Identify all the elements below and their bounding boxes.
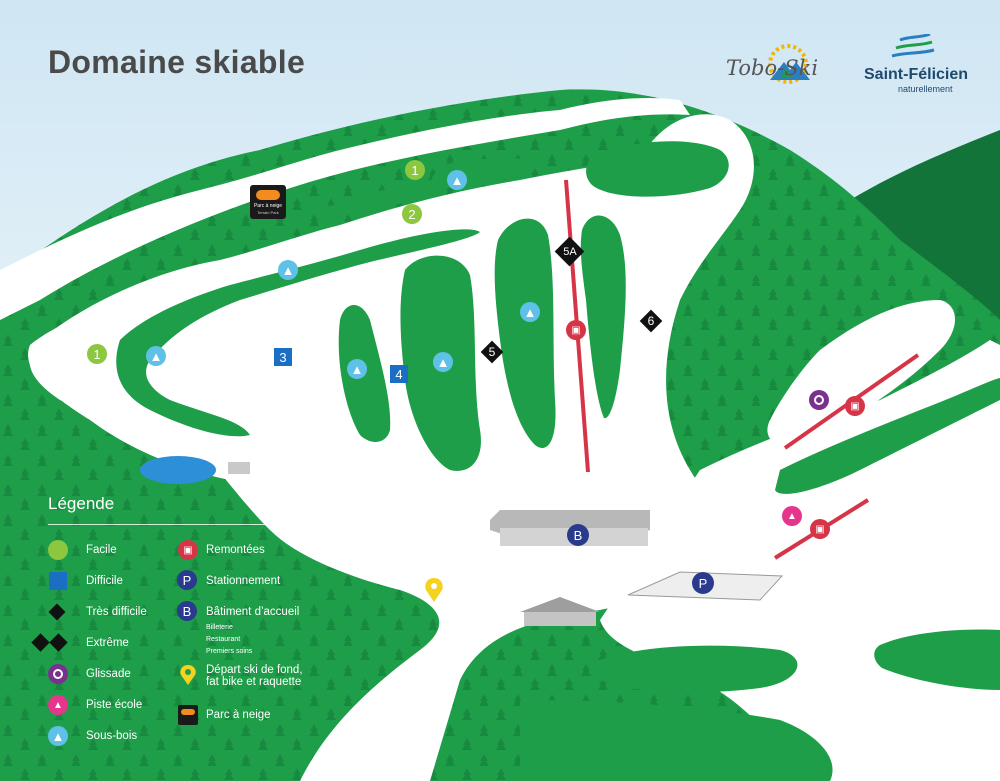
- pond: [140, 456, 216, 484]
- legend-label: Facile: [86, 544, 117, 556]
- run-marker-easy-1-top[interactable]: 1: [405, 160, 425, 180]
- lodge-detail: Billeterie: [206, 624, 233, 631]
- sliding-icon[interactable]: [809, 390, 829, 410]
- legend-item-easy: Facile: [46, 539, 117, 561]
- run-label-5: 5: [488, 345, 496, 359]
- saint-felicien-tagline: naturellement: [898, 84, 953, 94]
- lodge-marker[interactable]: B: [567, 524, 589, 546]
- glade-icon[interactable]: ▲: [347, 359, 367, 379]
- page-title: Domaine skiable: [48, 44, 306, 80]
- lift-icon: ▣: [178, 540, 198, 560]
- lift-icon[interactable]: ▣: [566, 320, 586, 340]
- forest-island-3: [494, 218, 556, 448]
- forest-island-5: [586, 141, 729, 197]
- legend-label: Parc à neige: [206, 709, 271, 721]
- forest-strip-lower-right: [874, 629, 1000, 690]
- glade-icon: ▲: [48, 726, 68, 746]
- run-label-6: 6: [647, 314, 655, 328]
- difficult-icon: [49, 572, 67, 590]
- legend-label: Sous-bois: [86, 730, 138, 742]
- parking-marker[interactable]: P: [692, 572, 714, 594]
- legend-divider: [48, 524, 306, 525]
- lift-icon[interactable]: ▣: [810, 519, 830, 539]
- legend-item-parking: P Stationnement: [176, 570, 280, 592]
- legend-item-difficult: Difficile: [46, 570, 123, 592]
- forest-strip-right: [775, 378, 1000, 494]
- legend-label-line2: fat bike et raquette: [206, 676, 302, 688]
- forest-island-7: [322, 185, 433, 217]
- legend-item-glade: ▲ Sous-bois: [46, 725, 137, 747]
- glade-icon[interactable]: ▲: [447, 170, 467, 190]
- forest-lower-right-fill: [520, 700, 833, 781]
- glade-icon[interactable]: ▲: [278, 260, 298, 280]
- run-marker-easy-2[interactable]: 2: [402, 204, 422, 224]
- glade-icon[interactable]: ▲: [146, 346, 166, 366]
- legend-item-slide: Glissade: [46, 663, 131, 685]
- legend-label: Bâtiment d’accueil: [206, 606, 300, 618]
- right-trail-snow: [767, 300, 955, 447]
- nordic-departure-pin: [425, 578, 443, 602]
- run-marker-difficult-4[interactable]: 4: [390, 365, 408, 383]
- legend-label: Départ ski de fond,: [206, 664, 303, 676]
- small-shed: [228, 462, 250, 474]
- forest-island-4: [580, 215, 626, 419]
- saint-felicien-logo: Saint-Félicien naturellement: [860, 34, 970, 94]
- legend-label: Remontées: [206, 544, 265, 556]
- location-pin-icon: [176, 664, 206, 686]
- ski-school-icon: ▲: [48, 695, 68, 715]
- run-marker-very-difficult-5a[interactable]: 5A: [554, 236, 585, 267]
- terrain-park-line2: Terrain Park: [257, 210, 279, 215]
- terrain-park-icon: [176, 704, 206, 726]
- legend-label: Stationnement: [206, 575, 281, 587]
- legend-label: Difficile: [86, 575, 123, 587]
- tobo-ski-logo: Tobo-Ski: [726, 40, 838, 92]
- snow-ridge: [0, 98, 690, 320]
- easy-icon: [48, 540, 68, 560]
- terrain-park-badge[interactable]: Parc à neige Terrain Park: [250, 185, 286, 219]
- lodge-detail: Premiers soins: [206, 648, 253, 655]
- legend-item-very-difficult: Très difficile: [46, 601, 147, 623]
- shelter-building: [520, 597, 600, 626]
- sliding-icon: [48, 664, 68, 684]
- legend-item-school: ▲ Piste école: [46, 694, 142, 716]
- left-trail-snow: [28, 300, 241, 480]
- tobo-ski-wordmark: Tobo-Ski: [726, 56, 819, 80]
- legend-label: Glissade: [86, 668, 131, 680]
- legend-item-lift: ▣ Remontées: [176, 539, 265, 561]
- run-marker-very-difficult-5[interactable]: 5: [480, 340, 504, 364]
- glade-icon[interactable]: ▲: [520, 302, 540, 322]
- terrain-park-line1: Parc à neige: [253, 203, 283, 209]
- legend-item-extreme: Extrême: [30, 632, 129, 654]
- lodge-icon: B: [177, 601, 197, 621]
- very-difficult-icon: [48, 603, 66, 621]
- glade-icon[interactable]: ▲: [433, 352, 453, 372]
- lodge-detail: Restaurant: [206, 636, 241, 643]
- ski-school-icon[interactable]: ▲: [782, 506, 802, 526]
- forest-island-8: [116, 229, 480, 437]
- legend-item-park: Parc à neige: [176, 704, 271, 726]
- legend-label: Très difficile: [86, 606, 147, 618]
- run-marker-very-difficult-6[interactable]: 6: [639, 309, 663, 333]
- extreme-icon: [30, 632, 86, 654]
- parking-icon: P: [177, 570, 197, 590]
- lodge-building: [490, 510, 650, 546]
- legend-item-lodge: B Bâtiment d’accueil: [176, 601, 299, 623]
- forest-strip-lower: [594, 645, 798, 693]
- legend-label: Extrême: [86, 637, 129, 649]
- run-label-5a: 5A: [563, 246, 577, 258]
- lift-icon[interactable]: ▣: [845, 396, 865, 416]
- saint-felicien-name: Saint-Félicien: [864, 66, 969, 83]
- run-marker-easy-1-left[interactable]: 1: [87, 344, 107, 364]
- legend-title: Légende: [48, 494, 115, 513]
- run-marker-difficult-3[interactable]: 3: [274, 348, 292, 366]
- legend-label: Piste école: [86, 699, 143, 711]
- legend-item-nordic: Départ ski de fond, fat bike et raquette: [176, 664, 303, 698]
